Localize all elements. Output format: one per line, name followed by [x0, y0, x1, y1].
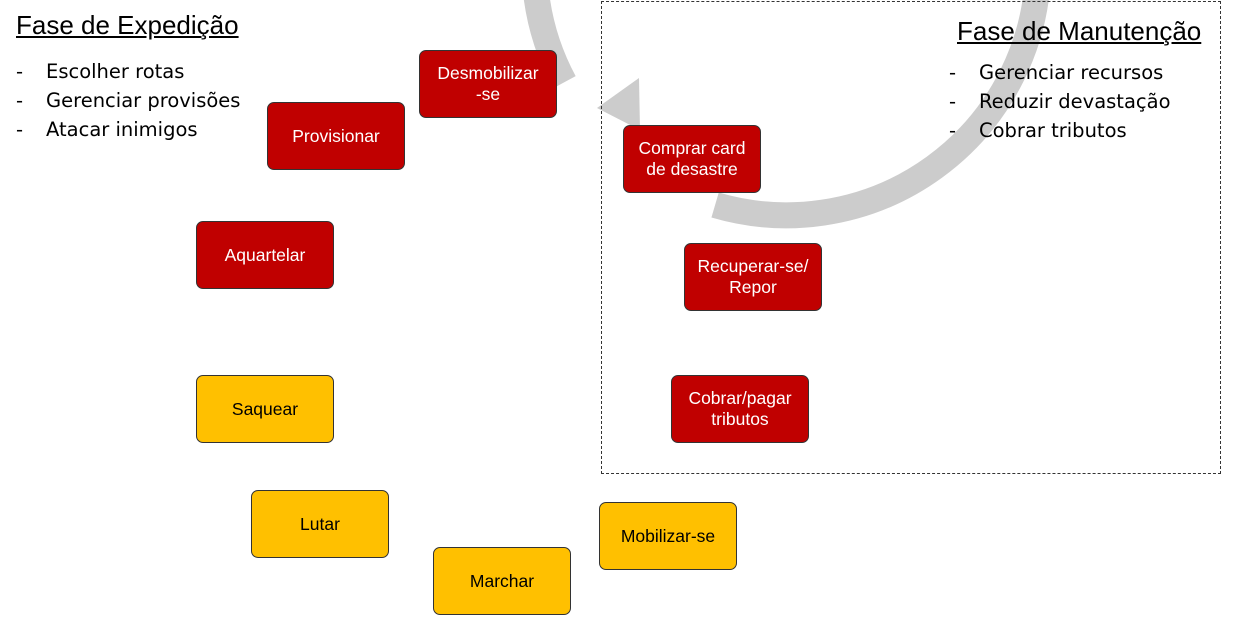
list-item: -Atacar inimigos — [16, 118, 198, 141]
maintenance-bullet-list: -Gerenciar recursos -Reduzir devastação … — [949, 58, 1171, 145]
step-provisionar: Provisionar — [267, 102, 405, 170]
expedition-bullet-list: -Escolher rotas -Gerenciar provisões -At… — [16, 57, 240, 144]
step-desmobilizar: Desmobilizar -se — [419, 50, 557, 118]
list-item: -Escolher rotas — [16, 60, 185, 83]
list-item: -Gerenciar recursos — [949, 61, 1164, 84]
step-lutar: Lutar — [251, 490, 389, 558]
cycle-arrowhead — [597, 78, 640, 130]
list-item: -Reduzir devastação — [949, 90, 1171, 113]
maintenance-phase-title: Fase de Manutenção — [957, 16, 1202, 46]
maintenance-phase-box — [601, 1, 1221, 474]
list-item: -Gerenciar provisões — [16, 89, 241, 112]
list-item: -Cobrar tributos — [949, 119, 1127, 142]
step-recuperar-repor: Recuperar-se/ Repor — [684, 243, 822, 311]
step-marchar: Marchar — [433, 547, 571, 615]
step-saquear: Saquear — [196, 375, 334, 443]
expedition-phase-title: Fase de Expedição — [16, 10, 239, 40]
step-comprar-card: Comprar card de desastre — [623, 125, 761, 193]
step-mobilizar: Mobilizar-se — [599, 502, 737, 570]
step-cobrar-tributos: Cobrar/pagar tributos — [671, 375, 809, 443]
cycle-arrow-body — [523, 0, 1049, 229]
step-aquartelar: Aquartelar — [196, 221, 334, 289]
